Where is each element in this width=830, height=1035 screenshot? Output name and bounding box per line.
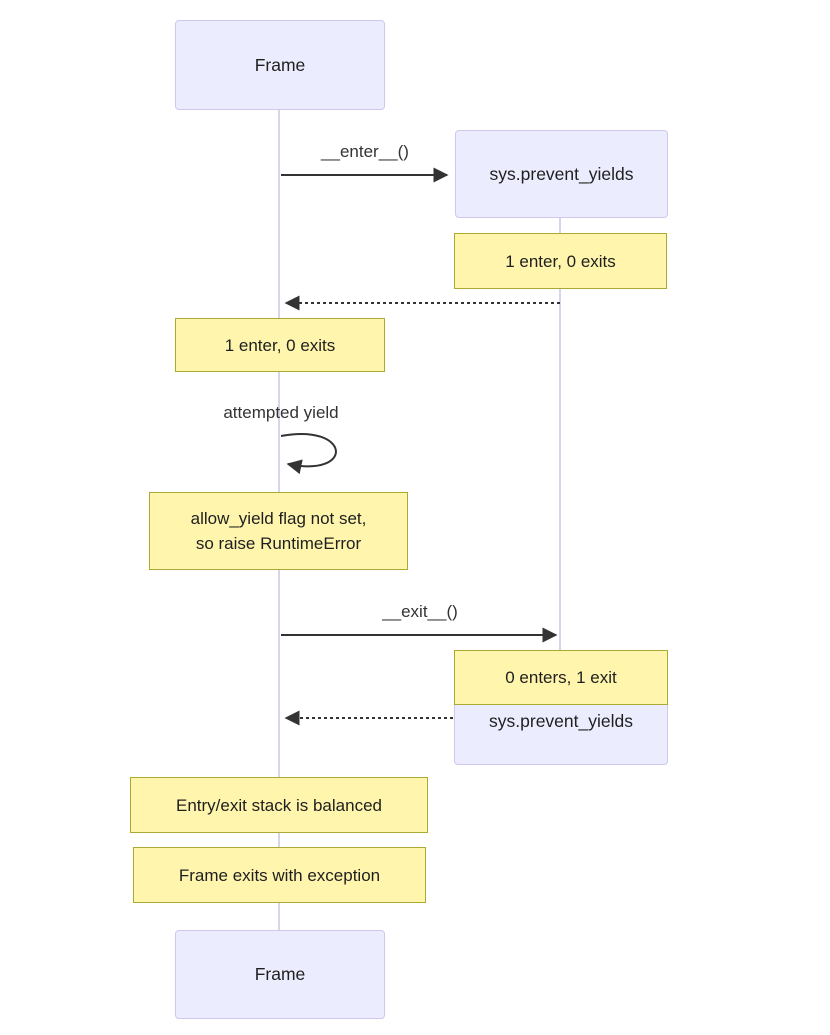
exit-message-label: __exit__(): [382, 602, 458, 621]
participant-frame-top-label: Frame: [254, 54, 306, 75]
note-sys-exit-count: 0 enters, 1 exit: [454, 650, 668, 705]
note-frame-exception: Frame exits with exception: [133, 847, 426, 903]
note-stack-balanced: Entry/exit stack is balanced: [130, 777, 428, 833]
participant-frame-bottom-label: Frame: [254, 964, 306, 984]
participant-sys-bottom-label: sys.prevent_yields: [489, 710, 633, 731]
self-loop-arrow: [280, 433, 337, 475]
participant-frame-bottom: Frame: [175, 930, 385, 1019]
note-sys-enter-count: 1 enter, 0 exits: [454, 233, 667, 289]
note-frame-enter-count: 1 enter, 0 exits: [175, 318, 385, 372]
participant-frame-top: Frame: [175, 20, 385, 110]
sys-lifeline: [559, 218, 561, 710]
participant-sys-top: sys.prevent_yields: [455, 130, 668, 218]
note-yield-error: allow_yield flag not set, so raise Runti…: [149, 492, 408, 570]
participant-sys-top-label: sys.prevent_yields: [489, 163, 634, 184]
enter-message-label: __enter__(): [321, 142, 409, 161]
self-loop-message-label: attempted yield: [223, 403, 339, 422]
